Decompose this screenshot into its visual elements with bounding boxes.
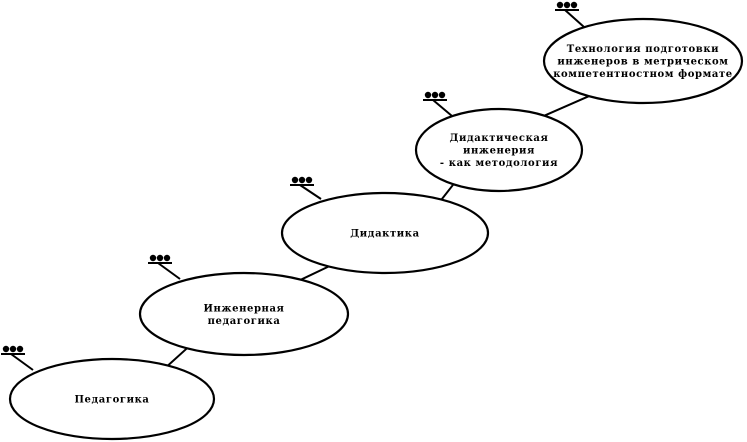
- marker-stem: [10, 353, 34, 371]
- marker-dot: [298, 176, 306, 184]
- nodes-group: Педагогика Инженерная педагогика Дидактика Д…: [8, 17, 744, 441]
- marker-dot: [305, 176, 313, 184]
- node-didactic-engineering: Дидактическая инженерия- как методология: [414, 107, 584, 193]
- three-dot-marker-icon: [555, 1, 585, 28]
- node-ellipse: [542, 17, 744, 105]
- marker-dot: [431, 91, 439, 99]
- connectors-group: [167, 95, 589, 367]
- three-dot-marker-icon: [290, 176, 322, 200]
- marker-stem: [299, 184, 322, 200]
- node-label: Педагогика: [75, 395, 150, 406]
- marker-dot: [291, 176, 299, 184]
- node-didactics: Дидактика: [280, 191, 490, 275]
- marker-dot: [149, 254, 157, 262]
- marker-dot: [2, 345, 10, 353]
- node-ellipse: [8, 357, 216, 441]
- marker-dot: [156, 254, 164, 262]
- marker-dot: [570, 1, 578, 9]
- marker-dot: [16, 345, 24, 353]
- marker-stem: [157, 262, 181, 280]
- marker-dot: [438, 91, 446, 99]
- node-label: Дидактика: [350, 229, 419, 240]
- node-ellipse: [414, 107, 584, 193]
- node-engineering-pedagogy: Инженерная педагогика: [138, 271, 350, 357]
- node-label: инженеров в метрическом: [557, 57, 728, 68]
- node-label: - как методология: [440, 158, 558, 169]
- node-training-technology: Технология подготовки инженеров в метриче…: [542, 17, 744, 105]
- connector-line: [544, 95, 589, 117]
- three-dot-marker-icon: [1, 345, 34, 371]
- node-ellipse: [138, 271, 350, 357]
- three-dot-marker-icon: [423, 91, 453, 117]
- connector-line: [300, 265, 329, 281]
- connector-line: [167, 347, 188, 367]
- marker-dot: [163, 254, 171, 262]
- marker-stem: [432, 99, 453, 117]
- marker-dot: [563, 1, 571, 9]
- node-label: инженерия: [463, 146, 535, 157]
- node-label: Технология подготовки: [567, 44, 719, 55]
- node-ellipse: [280, 191, 490, 275]
- connector-line: [440, 183, 455, 201]
- node-label: педагогика: [208, 316, 281, 327]
- marker-dot: [556, 1, 564, 9]
- marker-dot: [424, 91, 432, 99]
- node-label: Инженерная: [203, 303, 284, 314]
- three-dot-marker-icon: [148, 254, 181, 280]
- marker-dot: [9, 345, 17, 353]
- node-label: Дидактическая: [450, 133, 549, 144]
- node-pedagogy: Педагогика: [8, 357, 216, 441]
- node-label: компетентностном формате: [553, 69, 733, 80]
- markers-group: [1, 1, 585, 371]
- marker-stem: [564, 9, 585, 28]
